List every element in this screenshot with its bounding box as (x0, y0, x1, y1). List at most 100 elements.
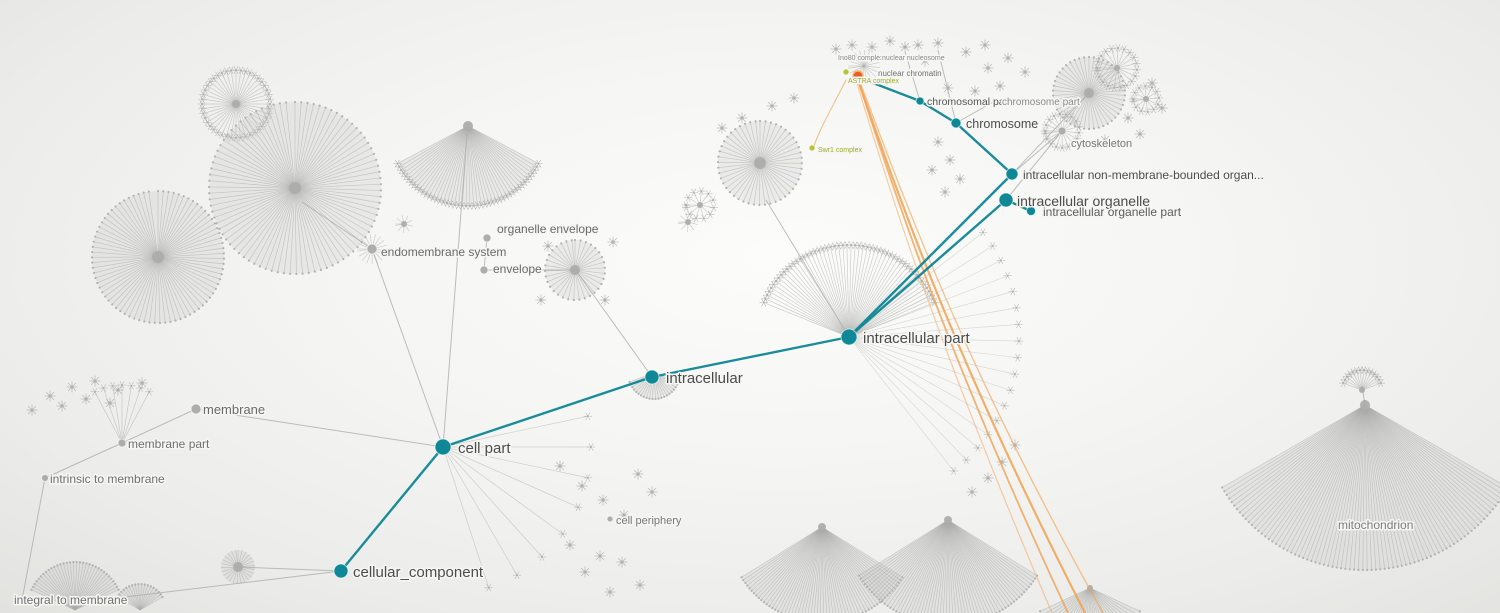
node-cluster[interactable] (90, 381, 154, 444)
cluster-center-node[interactable] (1114, 65, 1120, 71)
node-cell-periphery[interactable] (606, 515, 614, 523)
leaf-node-cluster[interactable] (982, 472, 994, 484)
leaf-node-cluster[interactable] (89, 375, 101, 387)
node-membrane[interactable] (190, 403, 202, 415)
leaf-node-cluster[interactable] (112, 384, 124, 396)
leaf-node-cluster[interactable] (932, 37, 944, 49)
leaf-node-cluster[interactable] (954, 173, 966, 185)
leaf-node-cluster[interactable] (994, 80, 1006, 92)
leaf-node-cluster[interactable] (932, 136, 944, 148)
leaf-node-cluster[interactable] (1156, 102, 1168, 114)
node-cluster[interactable] (207, 100, 383, 276)
leaf-node-cluster[interactable] (979, 39, 991, 51)
leaf-node-cluster[interactable] (554, 460, 566, 472)
cluster-center-node[interactable] (401, 221, 407, 227)
cluster-center-node[interactable] (697, 202, 703, 208)
cluster-center-node[interactable] (289, 182, 301, 194)
node-cluster[interactable] (393, 121, 543, 210)
leaf-node-cluster[interactable] (939, 186, 951, 198)
leaf-node-cluster[interactable] (576, 480, 588, 492)
node-cluster[interactable] (395, 215, 413, 234)
node-cluster[interactable] (90, 189, 226, 325)
leaf-node-cluster[interactable] (830, 43, 842, 55)
leaf-node-cluster[interactable] (136, 377, 148, 389)
leaf-node-cluster[interactable] (618, 509, 630, 521)
node-green-complex-2[interactable] (808, 144, 816, 152)
node-cellular-component[interactable] (333, 563, 349, 579)
node-cluster[interactable] (30, 560, 120, 611)
leaf-node-cluster[interactable] (884, 35, 896, 47)
leaf-node-cluster[interactable] (788, 92, 800, 104)
cluster-center-node[interactable] (1143, 96, 1149, 102)
leaf-node-cluster[interactable] (912, 39, 924, 51)
leaf-node-cluster[interactable] (716, 122, 728, 134)
cluster-center-node[interactable] (1359, 387, 1365, 393)
leaf-node-cluster[interactable] (960, 46, 972, 58)
node-endomembrane-system[interactable] (366, 243, 378, 255)
node-cluster[interactable] (678, 212, 698, 233)
leaf-node-cluster[interactable] (1019, 66, 1031, 78)
leaf-node-cluster[interactable] (736, 112, 748, 124)
node-intracellular-organelle-part[interactable] (1026, 206, 1036, 216)
leaf-node-cluster[interactable] (66, 381, 78, 393)
node-membrane-part[interactable] (117, 438, 127, 448)
node-chromosome[interactable] (950, 117, 962, 129)
cluster-center-node[interactable] (152, 251, 164, 263)
node-intracellular-non-membrane-bounded-organelle[interactable] (1005, 167, 1019, 181)
leaf-node-cluster[interactable] (944, 154, 956, 166)
leaf-node-cluster[interactable] (597, 494, 609, 506)
cluster-center-node[interactable] (685, 219, 691, 225)
leaf-node-cluster[interactable] (969, 85, 981, 97)
leaf-node-cluster[interactable] (579, 566, 591, 578)
node-nucleosome-highlight[interactable] (852, 70, 864, 82)
node-intrinsic-to-membrane[interactable] (41, 474, 49, 482)
leaf-node-cluster[interactable] (1099, 134, 1111, 146)
node-cluster[interactable] (681, 187, 718, 223)
leaf-node-cluster[interactable] (899, 41, 911, 53)
node-intracellular-part[interactable] (840, 328, 858, 346)
leaf-node-cluster[interactable] (846, 39, 858, 51)
leaf-node-cluster[interactable] (604, 586, 616, 598)
leaf-node-cluster[interactable] (926, 164, 938, 176)
leaf-node-cluster[interactable] (80, 393, 92, 405)
node-cluster[interactable] (857, 516, 1039, 613)
leaf-node-cluster[interactable] (982, 62, 994, 74)
node-cluster[interactable] (442, 412, 596, 592)
cluster-center-node[interactable] (754, 157, 766, 169)
node-organelle-envelope[interactable] (482, 233, 492, 243)
leaf-node-cluster[interactable] (535, 294, 547, 306)
leaf-node-cluster[interactable] (646, 486, 658, 498)
leaf-node-cluster[interactable] (56, 400, 68, 412)
leaf-node-cluster[interactable] (599, 294, 611, 306)
node-intracellular-organelle[interactable] (998, 192, 1014, 208)
node-intracellular[interactable] (644, 369, 660, 385)
cluster-center-node[interactable] (232, 100, 240, 108)
node-cluster[interactable] (1092, 44, 1142, 92)
node-cluster[interactable] (759, 241, 939, 338)
leaf-node-cluster[interactable] (634, 579, 646, 591)
node-cluster[interactable] (740, 523, 904, 613)
leaf-node-cluster[interactable] (104, 397, 116, 409)
node-envelope[interactable] (479, 265, 489, 275)
leaf-node-cluster[interactable] (966, 486, 978, 498)
leaf-node-cluster[interactable] (919, 55, 931, 67)
leaf-node-cluster[interactable] (1146, 77, 1158, 89)
leaf-node-cluster[interactable] (44, 390, 56, 402)
leaf-node-cluster[interactable] (1002, 52, 1014, 64)
node-cluster[interactable] (848, 50, 880, 82)
leaf-node-cluster[interactable] (1134, 128, 1146, 140)
leaf-node-cluster[interactable] (594, 550, 606, 562)
node-cluster[interactable] (1128, 82, 1164, 116)
leaf-node-cluster[interactable] (1122, 112, 1134, 124)
node-cluster[interactable] (848, 228, 1024, 475)
node-green-complex-1[interactable] (842, 68, 850, 76)
leaf-node-cluster[interactable] (607, 236, 619, 248)
leaf-node-cluster[interactable] (564, 539, 576, 551)
leaf-node-cluster[interactable] (632, 468, 644, 480)
node-cell-part[interactable] (434, 438, 452, 456)
node-cluster[interactable] (197, 66, 275, 142)
leaf-node-cluster[interactable] (26, 404, 38, 416)
leaf-node-cluster[interactable] (766, 100, 778, 112)
leaf-node-cluster[interactable] (866, 41, 878, 53)
